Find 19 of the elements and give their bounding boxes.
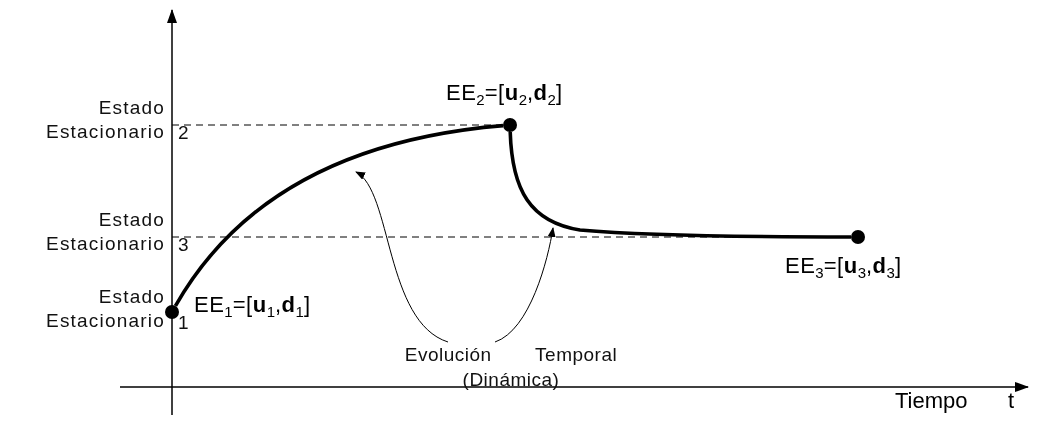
state-point — [851, 230, 865, 244]
response-curve — [173, 123, 504, 307]
response-curve — [508, 131, 851, 239]
arrow — [355, 171, 449, 343]
arrow — [494, 227, 556, 343]
state-number: 3 — [178, 234, 189, 256]
state-point — [503, 118, 517, 132]
state-label: EE$_{1}$=[u$_{1}$,d$_{1}$] — [194, 292, 311, 320]
state-point — [165, 305, 179, 319]
axis-label: Estado Estacionario — [45, 285, 165, 333]
axis-label: Estado Estacionario — [45, 96, 165, 144]
state-number: 2 — [178, 122, 189, 144]
state-label: EE$_{3}$=[u$_{3}$,d$_{3}$] — [785, 253, 902, 281]
annotation-text: Evolución Temporal (Dinámica) — [381, 342, 641, 392]
state-label: EE$_{2}$=[u$_{2}$,d$_{2}$] — [446, 80, 563, 108]
axis-label: Estado Estacionario — [45, 208, 165, 256]
axis-title: Tiempo — [895, 388, 968, 414]
state-number: 1 — [178, 312, 189, 334]
axis-title: t — [1008, 388, 1015, 414]
